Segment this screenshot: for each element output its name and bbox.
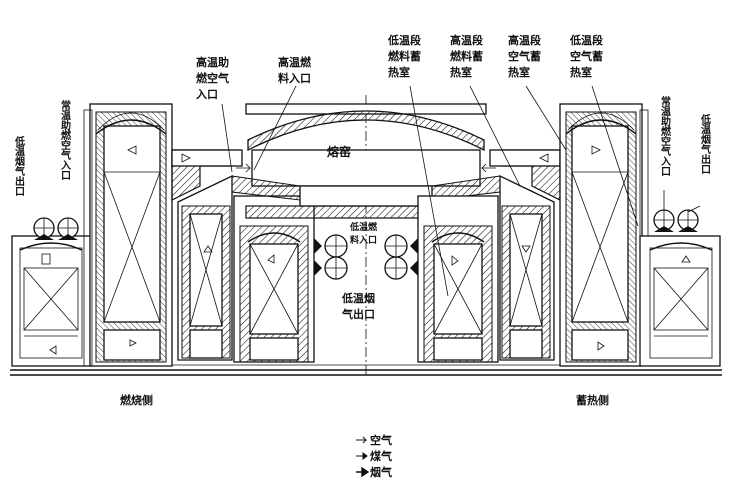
right-fans [653,209,699,232]
label-low-flue-out-right: 低温烟气出口 [699,113,712,174]
center-fans [314,234,418,280]
label-low-fuel-regenerator: 低温段燃料蓄热室 [387,33,421,79]
legend-flue-label: 烟气 [370,465,392,479]
label-high-fuel-regenerator: 高温段燃料蓄热室 [449,33,483,79]
right-low-temp-chamber [639,235,721,367]
label-low-fuel-in: 低温燃料入口 [349,221,378,246]
label-normal-air-in-left: 常温助燃空气入口 [59,99,72,180]
left-low-air-regenerator [83,103,173,367]
label-low-air-regenerator: 低温段空气蓄热室 [569,33,603,79]
label-normal-air-in-right: 常温助燃空气入口 [659,95,672,176]
right-low-air-regenerator [559,103,649,367]
label-combustion-side: 燃烧侧 [119,393,153,407]
label-low-flue-out-center: 低温烟气出口 [341,291,375,321]
furnace-roof [231,103,501,219]
left-low-temp-chamber [11,235,93,367]
legend-air-arrow [356,436,368,444]
right-high-fuel-regenerator [417,195,499,363]
legend-gas-label: 煤气 [370,449,392,463]
label-high-air-regenerator: 高温段空气蓄热室 [508,33,541,79]
left-fans [33,217,79,240]
label-high-fuel-in: 高温燃料入口 [278,55,312,85]
legend-air-label: 空气 [370,433,392,447]
label-regen-side: 蓄热侧 [576,393,609,407]
label-high-air-in: 高温助燃空气入口 [195,55,229,101]
label-furnace: 熔窑 [327,144,351,159]
left-high-fuel-regenerator [233,195,315,363]
legend-gas-arrow [356,452,368,460]
right-port-wall [489,149,561,361]
left-port-wall [171,149,243,361]
leader-lines [221,85,701,297]
label-low-air-out-left: 低温烟气出口 [13,135,26,196]
legend-flue-arrow [356,466,370,478]
legend: 空气 煤气 烟气 [356,433,392,479]
